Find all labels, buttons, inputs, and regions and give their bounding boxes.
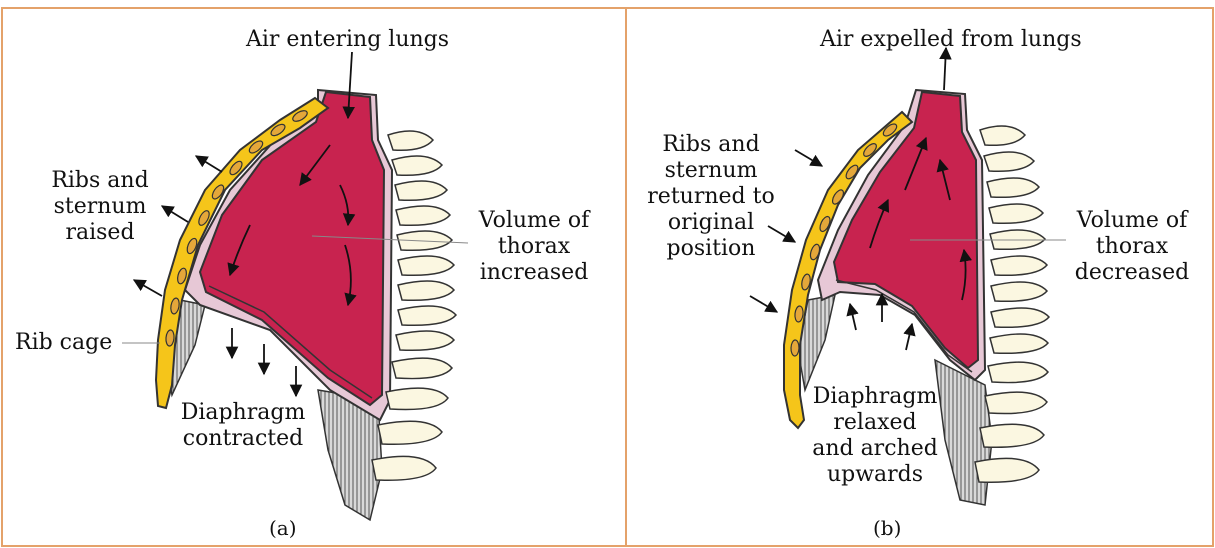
lung-a [200, 92, 384, 405]
diaphragm-label-b-line-4: upwards [800, 462, 950, 488]
ribs-label-a: Ribs and sternum raised [30, 168, 170, 246]
spine-b [975, 126, 1049, 482]
caption-b: (b) [873, 515, 901, 541]
title-label-b: Air expelled from lungs [820, 27, 1082, 53]
volume-label-b-line-2: thorax [1062, 234, 1202, 260]
diaphragm-label-a-line-2: contracted [168, 426, 318, 452]
caption-a: (a) [269, 515, 297, 541]
volume-label-b-line-1: Volume of [1062, 208, 1202, 234]
diaphragm-label-b-line-3: and arched [800, 436, 950, 462]
diaphragm-label-b: Diaphragm relaxed and arched upwards [800, 384, 950, 488]
volume-label-a: Volume of thorax increased [464, 208, 604, 286]
ribs-label-a-line-3: raised [30, 220, 170, 246]
ribs-label-b-line-3: returned to [636, 184, 786, 210]
diaphragm-label-a: Diaphragm contracted [168, 400, 318, 452]
diaphragm-label-b-line-2: relaxed [800, 410, 950, 436]
volume-label-b: Volume of thorax decreased [1062, 208, 1202, 286]
ribs-label-a-line-2: sternum [30, 194, 170, 220]
ribs-label-b: Ribs and sternum returned to original po… [636, 132, 786, 262]
ribs-label-a-line-1: Ribs and [30, 168, 170, 194]
ribs-label-b-line-2: sternum [636, 158, 786, 184]
ribs-label-b-line-5: position [636, 236, 786, 262]
title-label-a: Air entering lungs [246, 27, 449, 53]
diaphragm-label-b-line-1: Diaphragm [800, 384, 950, 410]
volume-label-a-line-2: thorax [464, 234, 604, 260]
volume-label-b-line-3: decreased [1062, 260, 1202, 286]
volume-label-a-line-3: increased [464, 260, 604, 286]
ribcage-label-a: Rib cage [15, 330, 112, 356]
ribs-label-b-line-1: Ribs and [636, 132, 786, 158]
volume-label-a-line-1: Volume of [464, 208, 604, 234]
diaphragm-label-a-line-1: Diaphragm [168, 400, 318, 426]
ribs-label-b-line-4: original [636, 210, 786, 236]
